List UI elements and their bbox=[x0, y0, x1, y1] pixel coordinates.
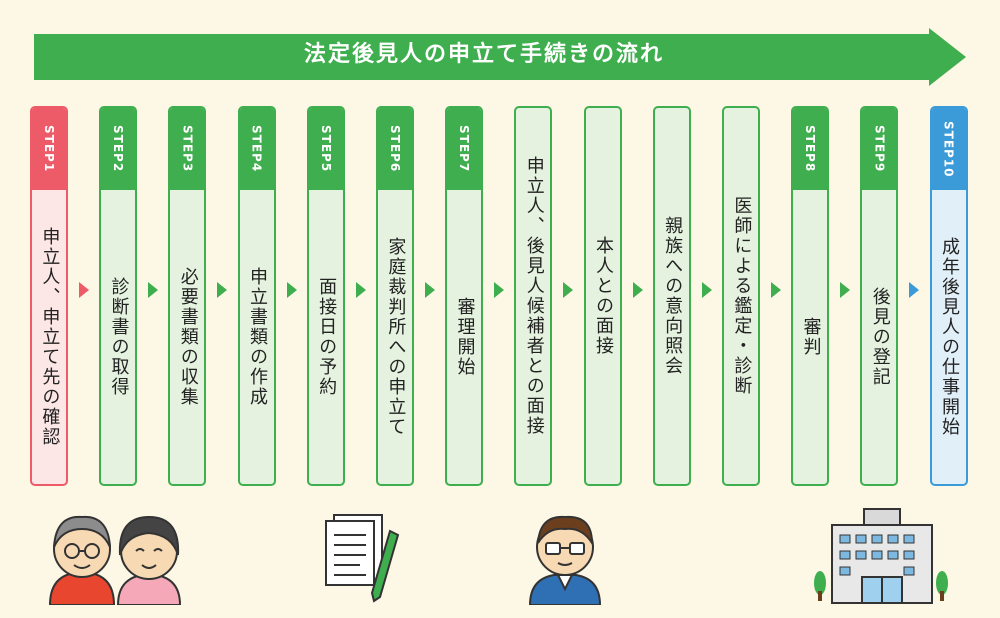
step-text: 面接日の予約 bbox=[316, 277, 338, 397]
step-header: STEP10 bbox=[931, 108, 966, 190]
step-body: 申立人、申立て先の確認 bbox=[32, 190, 66, 484]
title-banner-arrow bbox=[34, 28, 966, 86]
step-text: 審判 bbox=[800, 317, 822, 357]
step-column: STEP4 申立書類の作成 bbox=[237, 106, 276, 486]
step-text: 親族への意向照会 bbox=[662, 216, 684, 376]
step-text: 申立書類の作成 bbox=[246, 267, 268, 407]
step-text: 後見の登記 bbox=[869, 287, 891, 387]
step-body: 医師による鑑定・診断 bbox=[724, 108, 758, 484]
step-label: STEP6 bbox=[388, 125, 402, 173]
flow-arrow-icon bbox=[286, 282, 297, 298]
step-label: STEP3 bbox=[180, 125, 195, 173]
step-column: 医師による鑑定・診断 bbox=[722, 106, 760, 486]
step-header: STEP5 bbox=[308, 108, 343, 190]
step-header: STEP8 bbox=[793, 108, 828, 190]
step-column: STEP7 審理開始 bbox=[445, 106, 484, 486]
step-column: STEP6 家庭裁判所への申立て bbox=[376, 106, 414, 486]
step-body: 審判 bbox=[793, 190, 827, 484]
step-body: 面接日の予約 bbox=[309, 190, 343, 484]
step-text: 診断書の取得 bbox=[108, 277, 130, 397]
flow-arrow-icon bbox=[632, 282, 643, 298]
step-text: 審理開始 bbox=[454, 297, 476, 377]
step-header: STEP4 bbox=[239, 108, 274, 190]
flow-arrow-icon bbox=[909, 282, 920, 298]
step-text: 家庭裁判所への申立て bbox=[385, 237, 407, 437]
step-header: STEP7 bbox=[447, 108, 482, 190]
step-label: STEP9 bbox=[872, 125, 887, 173]
step-label: STEP4 bbox=[249, 125, 264, 173]
step-text: 必要書類の収集 bbox=[177, 267, 199, 407]
elderly-couple-icon bbox=[48, 515, 182, 605]
step-body: 診断書の取得 bbox=[101, 190, 135, 484]
step-body: 申立書類の作成 bbox=[240, 190, 274, 484]
flow-arrow-icon bbox=[771, 282, 781, 298]
step-body: 成年後見人の仕事開始 bbox=[932, 190, 966, 484]
step-column: STEP5 面接日の予約 bbox=[306, 106, 345, 486]
page-title: 法定後見人の申立て手続きの流れ bbox=[303, 42, 664, 67]
step-body: 本人との面接 bbox=[586, 108, 620, 484]
step-text: 医師による鑑定・診断 bbox=[731, 196, 753, 396]
step-column: STEP2 診断書の取得 bbox=[99, 106, 138, 486]
step-column: STEP1 申立人、申立て先の確認 bbox=[30, 106, 68, 486]
step-label: STEP8 bbox=[803, 125, 818, 173]
step-column: STEP10 成年後見人の仕事開始 bbox=[929, 106, 968, 486]
officer-icon bbox=[528, 515, 602, 605]
step-column: 親族への意向照会 bbox=[652, 106, 691, 486]
flow-arrow-icon bbox=[217, 282, 228, 298]
step-label: STEP7 bbox=[457, 125, 472, 173]
step-body: 後見の登記 bbox=[862, 190, 896, 484]
flow-arrow-icon bbox=[701, 282, 712, 298]
step-header: STEP3 bbox=[170, 108, 205, 190]
step-text: 成年後見人の仕事開始 bbox=[938, 237, 960, 437]
step-text: 申立人、後見人候補者との面接 bbox=[523, 156, 545, 436]
flow-arrow-icon bbox=[148, 282, 159, 298]
step-column: 申立人、後見人候補者との面接 bbox=[514, 106, 553, 486]
step-body: 審理開始 bbox=[447, 190, 481, 484]
step-label: STEP10 bbox=[941, 120, 956, 178]
step-label: STEP5 bbox=[318, 125, 333, 173]
step-label: STEP2 bbox=[111, 125, 126, 173]
step-label: STEP1 bbox=[42, 125, 56, 173]
step-column: STEP8 審判 bbox=[791, 106, 830, 486]
step-header: STEP2 bbox=[101, 108, 136, 190]
step-text: 申立人、申立て先の確認 bbox=[39, 227, 61, 447]
step-column: 本人との面接 bbox=[583, 106, 622, 486]
step-body: 家庭裁判所への申立て bbox=[378, 190, 412, 484]
step-text: 本人との面接 bbox=[592, 236, 614, 356]
step-column: STEP9 後見の登記 bbox=[860, 106, 899, 486]
flow-arrow-icon bbox=[355, 282, 366, 298]
step-body: 必要書類の収集 bbox=[170, 190, 204, 484]
flow-arrow-icon bbox=[840, 282, 851, 298]
step-column: STEP3 必要書類の収集 bbox=[168, 106, 207, 486]
step-body: 親族への意向照会 bbox=[655, 108, 689, 484]
court-building-icon bbox=[814, 508, 948, 604]
step-body: 申立人、後見人候補者との面接 bbox=[516, 108, 550, 484]
step-header: STEP1 bbox=[32, 108, 66, 190]
flow-arrow-icon bbox=[563, 282, 574, 298]
flow-arrow-icon bbox=[425, 282, 435, 298]
flow-arrow-icon bbox=[494, 282, 505, 298]
document-pen-icon bbox=[325, 514, 400, 603]
flow-arrow-icon bbox=[79, 282, 89, 298]
step-header: STEP6 bbox=[378, 108, 412, 190]
step-header: STEP9 bbox=[862, 108, 897, 190]
